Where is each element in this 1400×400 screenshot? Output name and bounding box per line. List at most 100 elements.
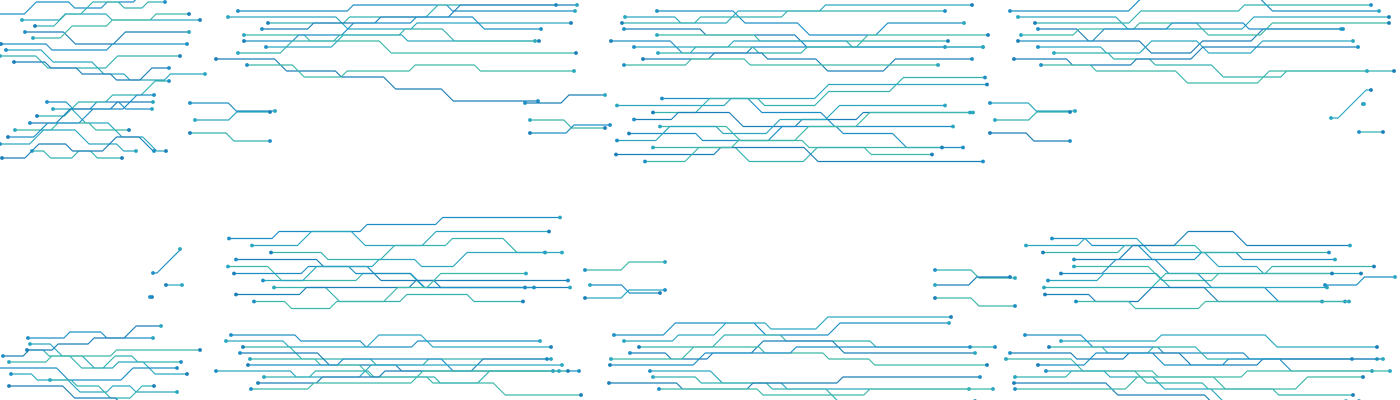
circuit-cluster bbox=[1329, 88, 1385, 134]
circuit-pad bbox=[242, 39, 246, 43]
circuit-pad bbox=[568, 285, 572, 290]
circuit-trace bbox=[2, 136, 154, 159]
circuit-pad bbox=[1068, 139, 1072, 143]
circuit-trace bbox=[236, 279, 568, 296]
circuit-pad bbox=[988, 131, 992, 135]
circuit-trace bbox=[252, 230, 549, 247]
circuit-pad bbox=[1351, 393, 1355, 397]
circuit-pad bbox=[148, 295, 152, 299]
circuit-pad bbox=[961, 145, 965, 150]
circuit-trace bbox=[643, 52, 972, 72]
circuit-pad bbox=[539, 27, 543, 31]
circuit-pad bbox=[248, 357, 252, 361]
circuit-pad bbox=[120, 156, 124, 160]
circuit-trace bbox=[990, 132, 1070, 142]
circuit-pad bbox=[229, 333, 233, 337]
circuit-pad bbox=[627, 131, 631, 136]
circuit-pad bbox=[1013, 387, 1017, 391]
circuit-pad bbox=[1333, 257, 1337, 262]
circuit-pad bbox=[241, 345, 245, 349]
circuit-pad bbox=[940, 145, 944, 150]
circuit-trace bbox=[639, 334, 995, 348]
circuit-stub bbox=[1323, 275, 1397, 287]
circuit-pad bbox=[1008, 351, 1012, 355]
circuit-pad bbox=[651, 110, 655, 115]
circuit-pad bbox=[614, 152, 618, 157]
circuit-pad bbox=[1, 354, 5, 358]
circuit-trace bbox=[27, 349, 181, 369]
circuit-trace bbox=[262, 4, 577, 30]
circuit-pad bbox=[936, 63, 940, 67]
circuit-trace bbox=[243, 346, 547, 366]
circuit-pad bbox=[970, 3, 974, 7]
circuit-pad bbox=[521, 299, 525, 304]
circuit-pad bbox=[1042, 285, 1046, 290]
circuit-cluster bbox=[0, 79, 171, 160]
circuit-pad bbox=[188, 131, 192, 135]
circuit-trace bbox=[657, 34, 988, 42]
circuit-pad bbox=[193, 118, 197, 122]
circuit-pad bbox=[1392, 69, 1396, 73]
circuit-pad bbox=[1369, 3, 1373, 7]
circuit-pad bbox=[1024, 243, 1028, 248]
circuit-pad bbox=[13, 128, 17, 132]
circuit-pad bbox=[1327, 250, 1331, 255]
circuit-trace bbox=[1006, 358, 1363, 390]
circuit-trace bbox=[590, 284, 660, 294]
circuit-trace bbox=[0, 129, 136, 152]
circuit-pad bbox=[1074, 299, 1078, 304]
circuit-pad bbox=[152, 384, 156, 388]
circuit-pad bbox=[577, 369, 581, 373]
circuit-trace bbox=[247, 64, 574, 78]
circuit-trace bbox=[33, 13, 189, 39]
circuit-pad bbox=[1357, 130, 1361, 134]
circuit-pad bbox=[1016, 15, 1020, 19]
circuit-pad bbox=[971, 110, 975, 115]
circuit-pad bbox=[588, 283, 592, 287]
circuit-pad bbox=[249, 387, 253, 391]
circuit-pad bbox=[947, 321, 951, 325]
circuit-pad bbox=[569, 21, 573, 25]
circuit-trace bbox=[1041, 64, 1367, 84]
circuit-pad bbox=[991, 387, 995, 391]
circuit-pad bbox=[1047, 345, 1051, 349]
circuit-trace bbox=[8, 94, 154, 138]
circuit-trace bbox=[234, 265, 534, 289]
circuit-pad bbox=[178, 247, 182, 251]
circuit-trace bbox=[657, 10, 964, 36]
circuit-trace bbox=[228, 16, 571, 30]
circuit-pad bbox=[933, 296, 937, 300]
circuit-pad bbox=[620, 21, 624, 25]
circuit-trace bbox=[240, 352, 551, 372]
circuit-trace bbox=[624, 316, 951, 342]
circuit-pad bbox=[224, 339, 228, 343]
circuit-stub bbox=[193, 110, 272, 122]
circuit-pad bbox=[232, 271, 236, 276]
circuit-pad bbox=[583, 296, 587, 300]
circuit-trace bbox=[28, 331, 153, 339]
circuit-pad bbox=[658, 291, 662, 295]
circuit-pad bbox=[651, 375, 655, 379]
circuit-trace bbox=[617, 104, 945, 142]
circuit-trace bbox=[47, 101, 152, 110]
circuit-pad bbox=[1046, 278, 1050, 283]
circuit-trace bbox=[1014, 382, 1211, 400]
circuit-pad bbox=[648, 369, 652, 373]
circuit-cluster bbox=[1004, 333, 1392, 400]
circuit-trace bbox=[653, 76, 985, 114]
circuit-trace bbox=[995, 111, 1070, 121]
circuit-pad bbox=[1023, 333, 1027, 337]
circuit-pad bbox=[536, 99, 540, 103]
circuit-stub bbox=[523, 93, 607, 105]
circuit-pad bbox=[1016, 39, 1020, 43]
circuit-pad bbox=[4, 48, 8, 52]
circuit-pad bbox=[151, 336, 155, 340]
circuit-pad bbox=[7, 360, 11, 364]
circuit-pad bbox=[663, 260, 667, 264]
circuit-pad bbox=[163, 0, 167, 4]
circuit-pad bbox=[1361, 375, 1365, 379]
circuit-pad bbox=[198, 348, 202, 352]
circuit-pad bbox=[242, 33, 246, 37]
circuit-pad bbox=[658, 124, 662, 129]
